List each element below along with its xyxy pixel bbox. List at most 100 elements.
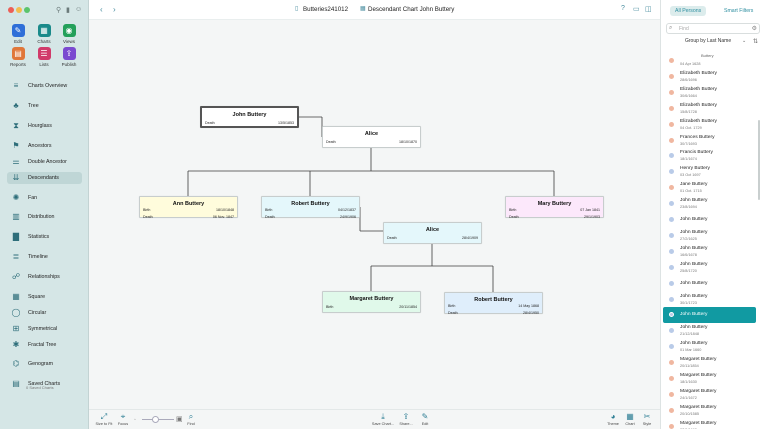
- lists-app-button[interactable]: ☰Lists: [32, 47, 56, 67]
- group-by-select[interactable]: Group by Last Name: [685, 38, 732, 44]
- style-button[interactable]: ✂Style: [633, 412, 661, 426]
- edit-button[interactable]: ✎Edit: [411, 412, 439, 426]
- nav-item-circular[interactable]: ◯Circular: [7, 307, 82, 319]
- nav-item-timeline[interactable]: ≣Timeline: [7, 251, 82, 263]
- nav-item-tree[interactable]: ♣Tree: [7, 100, 82, 112]
- zoom-out-icon[interactable]: ◦: [134, 417, 136, 423]
- person-list-item[interactable]: 04 Apr 1628: [663, 53, 756, 69]
- sort-icon[interactable]: ⇅: [753, 39, 759, 45]
- find-button[interactable]: ⌕Find: [177, 412, 205, 426]
- nav-item-symmetrical[interactable]: ⊞Symmetrical: [7, 323, 82, 335]
- nav-item-statistics[interactable]: ▇Statistics: [7, 231, 82, 243]
- scrollbar[interactable]: [758, 120, 760, 200]
- charts-app-button[interactable]: ▦Charts: [32, 24, 56, 44]
- edit-app-button[interactable]: ✎Edit: [6, 24, 30, 44]
- nav-item-ancestors[interactable]: ⚑Ancestors: [7, 140, 82, 152]
- nav-item-fractal-tree[interactable]: ✱Fractal Tree: [7, 339, 82, 351]
- forward-button[interactable]: ›: [113, 5, 116, 14]
- gender-dot: [669, 121, 674, 127]
- person-name: John Buttery: [680, 280, 708, 286]
- smart-filters-tab[interactable]: Smart Filters: [724, 8, 754, 14]
- nav-item-distribution[interactable]: ▥Distribution: [7, 211, 82, 223]
- filter-icon[interactable]: ⚙: [751, 26, 757, 32]
- save-chart-button[interactable]: ⤓Save Chart...: [369, 412, 397, 426]
- person-list-item[interactable]: John Buttery: [663, 276, 756, 292]
- theme-button[interactable]: ◕Theme: [599, 412, 627, 426]
- size-to-fit-button[interactable]: ⤢Size to Fit: [90, 412, 118, 426]
- chevron-down-icon[interactable]: ⌄: [742, 38, 747, 44]
- nav-item-hourglass[interactable]: ⧗Hourglass: [7, 120, 82, 132]
- bookmark-icon[interactable]: ▮: [66, 7, 70, 14]
- publish-app-button[interactable]: ⇪Publish: [57, 47, 81, 67]
- tag-icon[interactable]: ⚲: [56, 7, 62, 14]
- minimize-window-button[interactable]: [16, 7, 22, 13]
- button-label: Size to Fit: [95, 422, 113, 426]
- focus-button[interactable]: ⌖Focus: [109, 412, 137, 426]
- person-name: Alice: [364, 131, 379, 137]
- views-app-button[interactable]: ◉Views: [57, 24, 81, 44]
- reports-app-button[interactable]: ▤Reports: [6, 47, 30, 67]
- nav-item-square[interactable]: ▦Square: [7, 291, 82, 303]
- chart-button[interactable]: ▦Chart: [616, 412, 644, 426]
- all-persons-tab[interactable]: All Persons: [670, 6, 707, 16]
- zoom-in-icon[interactable]: ▣: [176, 416, 183, 423]
- person-date: 16/6/1678: [680, 252, 697, 257]
- event-date: 14 May 1868: [518, 304, 539, 308]
- person-name: Margaret Buttery: [680, 388, 717, 394]
- nav-item-double-ancestor[interactable]: ⚌Double Ancestor: [7, 156, 82, 168]
- nav-item-descendants[interactable]: ⇊Descendants: [7, 172, 82, 184]
- nav-item-saved-charts[interactable]: ▤Saved Charts: [7, 378, 82, 390]
- nav-item-charts-overview[interactable]: ≡Charts Overview: [7, 80, 82, 92]
- nav-item-genogram[interactable]: ⌬Genogram: [7, 358, 82, 370]
- gender-dot: [669, 407, 674, 413]
- person-list-item[interactable]: John Buttery: [663, 307, 756, 324]
- zoom-slider-thumb[interactable]: [152, 416, 159, 423]
- nav-item-relationships[interactable]: ☍Relationships: [7, 271, 82, 283]
- event-date: 28/4/1909: [462, 236, 478, 240]
- nav-item-fan[interactable]: ✺Fan: [7, 192, 82, 204]
- people-icon[interactable]: ☺: [75, 6, 83, 13]
- person-list-item[interactable]: John Buttery: [663, 212, 756, 228]
- person-date: 01 Mar 1660: [680, 348, 702, 353]
- window-icon[interactable]: ▭: [633, 6, 640, 13]
- close-window-button[interactable]: [8, 7, 14, 13]
- find-field[interactable]: ⌕ Find ⚙: [666, 23, 760, 34]
- zoom-window-button[interactable]: [24, 7, 30, 13]
- sidebar-toggle-icon[interactable]: ◫: [645, 6, 652, 13]
- share-button[interactable]: ⇪Share...: [392, 412, 420, 426]
- nav-label: Genogram: [28, 361, 54, 367]
- person-date: 15/8/1728: [680, 109, 697, 114]
- back-button[interactable]: ‹: [100, 5, 103, 14]
- help-icon[interactable]: ?: [621, 5, 625, 12]
